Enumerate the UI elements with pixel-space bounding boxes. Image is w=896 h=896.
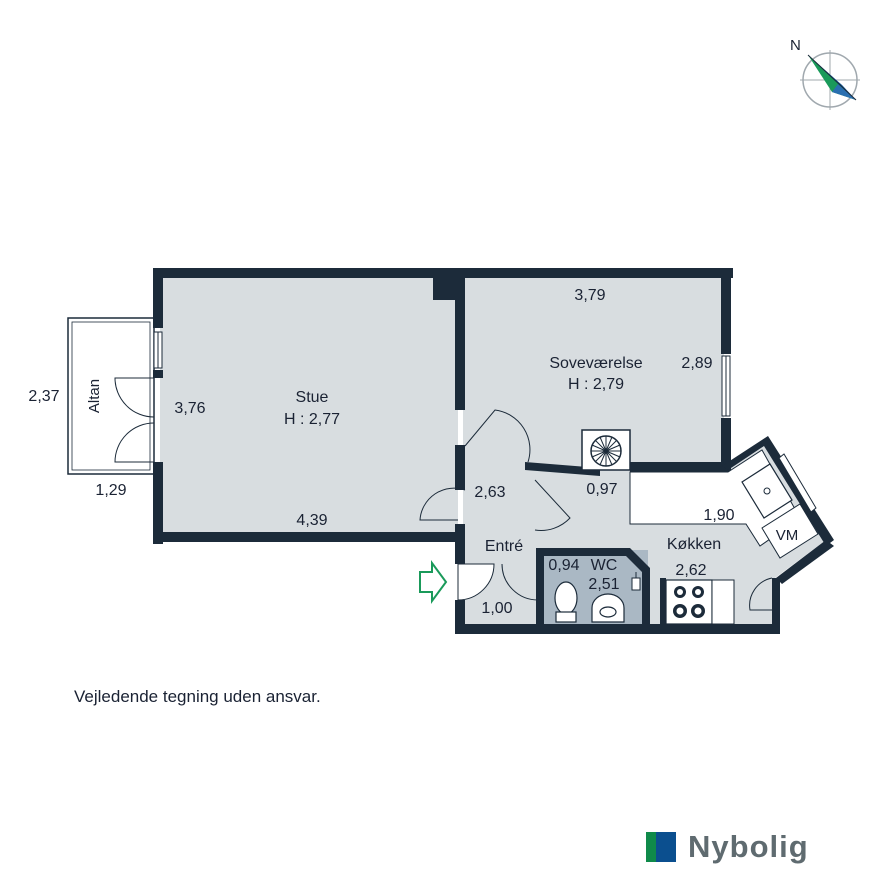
disclaimer-text: Vejledende tegning uden ansvar. <box>74 687 321 706</box>
wc-name: WC <box>591 557 618 574</box>
stue-name: Stue <box>296 389 329 406</box>
altan-outline <box>67 317 155 475</box>
ventilation-fan-icon <box>581 429 631 471</box>
wc-dim-a: 0,94 <box>548 557 579 574</box>
kokken-dim-b: 1,90 <box>703 507 734 524</box>
north-label: N <box>790 37 801 54</box>
altan-name: Altan <box>86 379 103 413</box>
windows <box>153 331 817 513</box>
kokken-dim-c: 0,97 <box>586 481 617 498</box>
vm-label: VM <box>776 527 799 544</box>
entre-name: Entré <box>485 538 523 555</box>
entre-dim-a: 2,63 <box>474 484 505 501</box>
nybolig-logo-mark-icon <box>646 832 676 862</box>
stue-floor <box>160 276 458 535</box>
toilet-icon <box>554 581 578 623</box>
sovevaerelse-dim-depth: 2,89 <box>681 355 712 372</box>
washing-machine-area <box>761 503 819 559</box>
compass-rose-icon: N <box>790 37 860 110</box>
water-heater-icon <box>631 572 641 591</box>
altan-dim-depth: 2,37 <box>28 388 59 405</box>
entre-dim-b: 1,00 <box>481 600 512 617</box>
sink-icon <box>741 463 793 519</box>
sovevaerelse-height: H : 2,79 <box>568 376 624 393</box>
walls <box>153 268 834 634</box>
stove-icon <box>665 579 735 625</box>
wc-dim-b: 2,51 <box>588 576 619 593</box>
kokken-dim-a: 2,62 <box>675 562 706 579</box>
nybolig-logo: Nybolig <box>646 829 809 865</box>
stue-dim-depth: 3,76 <box>174 400 205 417</box>
altan-dim-width: 1,29 <box>95 482 126 499</box>
sovevaerelse-dim-width: 3,79 <box>574 287 605 304</box>
washbasin-icon <box>591 593 625 623</box>
kokken-name: Køkken <box>667 536 721 553</box>
stue-dim-width: 4,39 <box>296 512 327 529</box>
nybolig-logo-text: Nybolig <box>688 829 809 864</box>
sovevaerelse-name: Soveværelse <box>549 355 642 372</box>
entrance-arrow-icon <box>419 559 448 605</box>
doors <box>114 377 773 611</box>
stue-height: H : 2,77 <box>284 411 340 428</box>
